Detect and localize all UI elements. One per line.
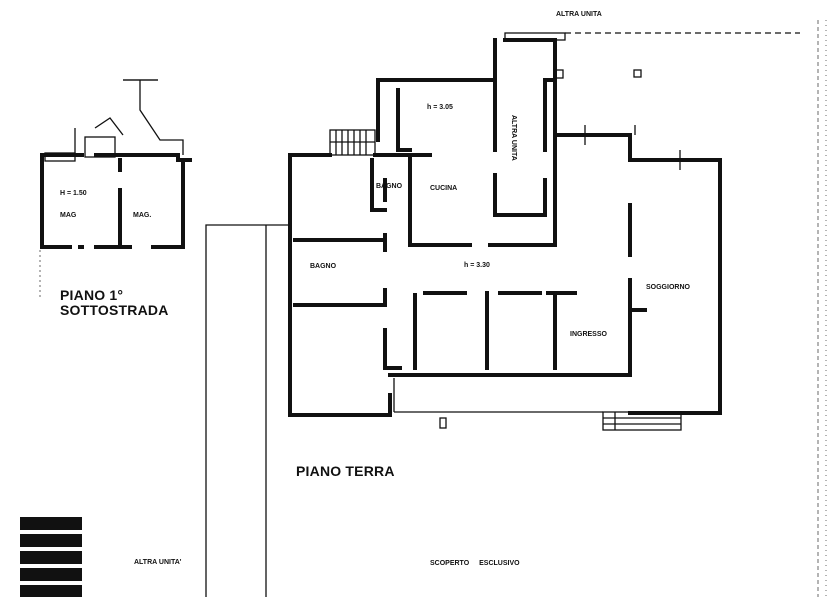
basement-storage-right-label: MAG. — [133, 212, 152, 219]
basement-stair-line — [94, 117, 124, 136]
basement-height-label: H = 1.50 — [60, 190, 87, 197]
exclusive-area-boundary — [205, 224, 290, 597]
basement-title-line2: SOTTOSTRADA — [60, 302, 169, 318]
living-room-label: SOGGIORNO — [646, 284, 690, 291]
front-post — [439, 417, 447, 429]
exclusive-area-label: SCOPERTO ESCLUSIVO — [430, 560, 520, 567]
basement-plan — [39, 79, 192, 300]
kitchen-walls — [396, 88, 557, 247]
neighbor-marker — [633, 69, 642, 78]
neighbor-unit-top-label: ALTRA UNITA — [556, 11, 602, 18]
ground-floor-title: PIANO TERRA — [296, 463, 395, 479]
basement-window — [44, 152, 76, 162]
neighbor-unit-vertical-label: ALTRA UNITA — [510, 115, 517, 161]
neighbor-pillar — [554, 69, 564, 79]
neighbor-unit-bottom-label: ALTRA UNITA' — [134, 559, 182, 566]
interior-partitions — [293, 158, 647, 377]
main-height-label: h = 3.30 — [464, 262, 490, 269]
entrance-label: INGRESSO — [570, 331, 607, 338]
neighbor-unit-walls — [493, 38, 557, 217]
kitchen-height-label: h = 3.05 — [427, 104, 453, 111]
bathroom-lower-label: BAGNO — [310, 263, 337, 270]
basement-stair-block — [84, 136, 116, 158]
bathroom-upper-label: BAGNO — [376, 183, 403, 190]
basement-title-line1: PIANO 1° — [60, 287, 124, 303]
ground-floor-plan — [288, 32, 800, 431]
scale-hatch-block — [20, 517, 82, 597]
neighbor-top-bar — [504, 32, 566, 41]
basement-outer-walls — [40, 153, 192, 249]
basement-access-line — [123, 79, 184, 155]
entrance-stairs — [329, 129, 376, 156]
front-steps — [602, 411, 682, 431]
kitchen-label: CUCINA — [430, 185, 458, 192]
basement-storage-left-label: MAG — [60, 212, 77, 219]
ground-outer-walls — [288, 38, 722, 417]
